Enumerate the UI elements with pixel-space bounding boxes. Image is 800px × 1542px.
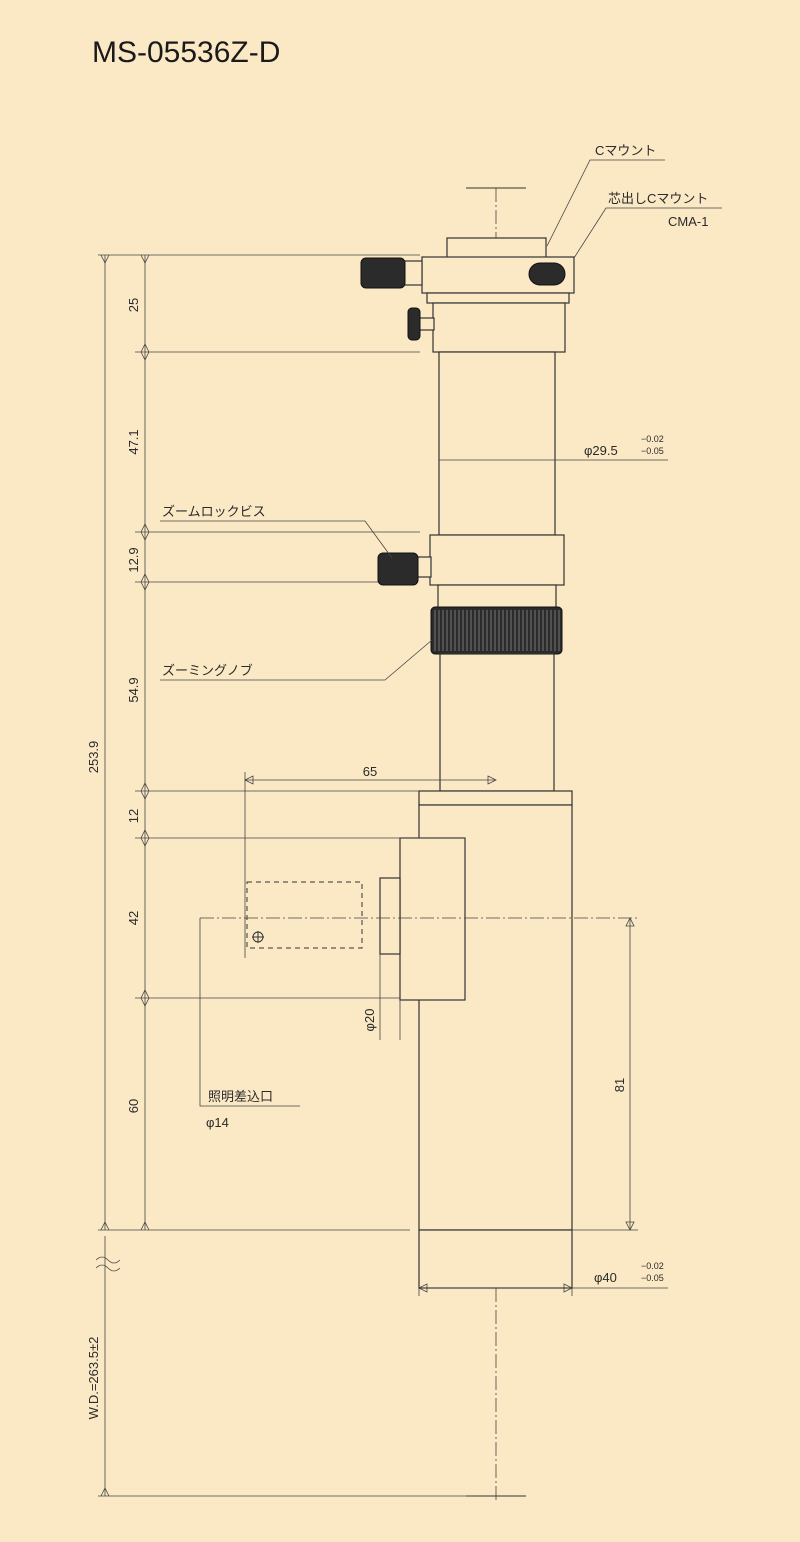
dim-phi40: φ40 xyxy=(594,1270,617,1285)
callout-illumination-port: 照明差込口 xyxy=(208,1089,273,1104)
callout-zooming-knob: ズーミングノブ xyxy=(162,663,253,678)
dim-65-group: 65 xyxy=(244,764,497,958)
hidden-port-outline xyxy=(246,881,363,949)
body-flange xyxy=(418,790,573,806)
callouts: Cマウント 芯出しCマウント CMA-1 ズームロックビス ズーミングノブ 照明… xyxy=(160,143,722,1130)
dim-12-9: 12.9 xyxy=(126,547,141,572)
dim-phi40-lower-tol: −0.05 xyxy=(641,1273,664,1283)
centering-screw-icon xyxy=(528,262,566,286)
dim-phi20-group: φ20 xyxy=(362,954,401,1040)
callout-illumination-port-dia: φ14 xyxy=(206,1115,229,1130)
model-title: MS-05536Z-D xyxy=(92,36,280,69)
dim-phi20: φ20 xyxy=(362,1009,377,1032)
knurl-pattern xyxy=(434,610,560,651)
dim-42: 42 xyxy=(126,911,141,925)
dim-phi29-5-group: φ29.5 −0.02 −0.05 xyxy=(439,434,668,461)
dim-60: 60 xyxy=(126,1099,141,1113)
dim-253-9: 253.9 xyxy=(86,741,101,774)
middle-tube xyxy=(437,584,557,611)
dim-phi40-upper-tol: −0.02 xyxy=(641,1261,664,1271)
illumination-stub xyxy=(379,877,401,955)
objective-lens xyxy=(418,1229,573,1289)
dim-working-distance: W.D.=263.5±2 xyxy=(86,1337,101,1420)
dim-81-group: 81 xyxy=(572,917,638,1231)
dim-phi29-5: φ29.5 xyxy=(584,443,618,458)
microscope-body xyxy=(200,237,638,1289)
callout-centering-c-mount: 芯出しCマウント xyxy=(608,191,708,206)
callout-c-mount: Cマウント xyxy=(595,143,656,158)
dim-54-9: 54.9 xyxy=(126,677,141,702)
c-mount xyxy=(446,237,547,259)
zoom-lock-screw-icon xyxy=(377,552,419,586)
zoom-lock-collar xyxy=(429,534,565,586)
lower-tube xyxy=(439,653,555,792)
callout-zoom-lock-screw: ズームロックビス xyxy=(162,504,266,519)
dim-81: 81 xyxy=(612,1078,627,1092)
callout-cma: CMA-1 xyxy=(668,214,708,229)
dim-phi29-5-lower-tol: −0.05 xyxy=(641,446,664,456)
dim-65: 65 xyxy=(363,764,377,779)
left-dimensions: 25 47.1 12.9 54.9 12 42 60 253.9 W.D.=26… xyxy=(86,254,466,1497)
mount-collar xyxy=(426,292,570,304)
top-knurled-knob-icon xyxy=(360,257,406,289)
dim-25: 25 xyxy=(126,298,141,312)
dim-47-1: 47.1 xyxy=(126,429,141,454)
small-knurled-knob-icon xyxy=(407,307,421,341)
dim-phi29-5-upper-tol: −0.02 xyxy=(641,434,664,444)
upper-tube xyxy=(438,351,556,536)
mount-lower-ring xyxy=(432,302,566,353)
dim-phi40-group: φ40 −0.02 −0.05 xyxy=(418,1261,668,1296)
dim-12: 12 xyxy=(126,809,141,823)
illumination-block xyxy=(399,837,466,1001)
